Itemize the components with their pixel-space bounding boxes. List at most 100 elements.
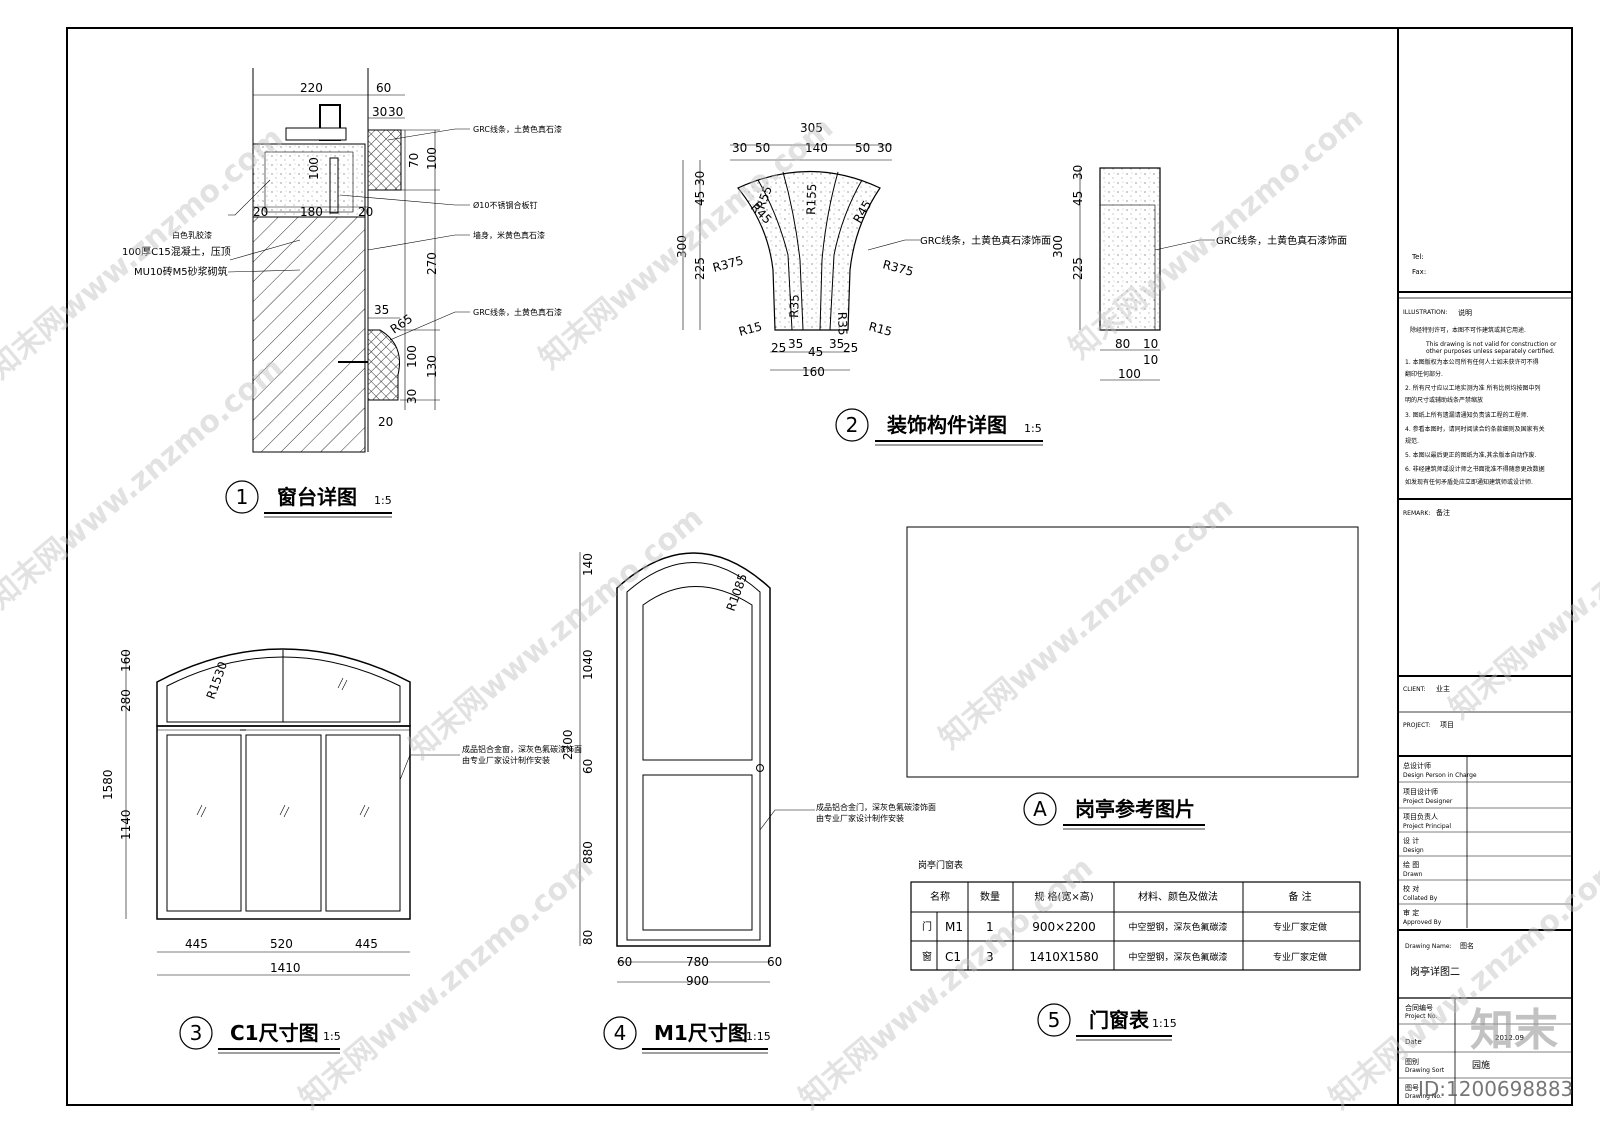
dim-45: 45 — [693, 191, 707, 206]
detail-m1-door: 140 1040 2200 60 880 80 R1085 60 780 60 … — [561, 552, 936, 1054]
detail-decorative-component: 305 30 50 140 50 30 30 45 225 300 R55 R1… — [675, 121, 1347, 446]
leader-5 — [227, 269, 301, 273]
watermark-logo: 知末 — [1470, 1005, 1558, 1056]
tb-illus-line: 6. 非经建筑师或设计师之书面批准不得随意更改数据 — [1405, 465, 1545, 473]
dim-880: 880 — [581, 841, 595, 864]
door-frame-outer — [616, 552, 771, 947]
outer-frame — [66, 27, 1573, 1106]
sash-left — [166, 734, 242, 912]
door-note-2: 由专业厂家设计制作安装 — [816, 813, 904, 823]
dim-2200: 2200 — [561, 729, 575, 760]
side-dim-80-label: 80 — [1115, 337, 1130, 351]
detail-4-bubble — [603, 1016, 637, 1050]
dim-305: 305 — [800, 121, 823, 135]
tb-remark-cn: 备注 — [1436, 508, 1450, 517]
tb-role-cn: 设 计 — [1403, 836, 1419, 845]
dim-30b: 30 — [877, 141, 892, 155]
dim-r375a: R375 — [711, 253, 745, 275]
door-knob — [756, 764, 764, 772]
side-dim-225: 225 — [1071, 257, 1085, 280]
detail-c1-window: 160 280 1580 1140 R1530 445 520 445 1410… — [101, 648, 582, 1054]
side-profile — [1099, 167, 1161, 331]
tb-role-en: Collated By — [1403, 895, 1438, 902]
row-1-code: M1 — [945, 920, 963, 934]
dim-140: 140 — [805, 141, 828, 155]
leader-4 — [229, 239, 301, 261]
note-wall: 墙身，米黄色真石漆 — [473, 230, 545, 240]
leader-grc — [867, 239, 920, 251]
row-1-type: 门 — [922, 920, 932, 933]
tb-role-cn: 项目负责人 — [1403, 812, 1438, 821]
schedule-border — [910, 881, 1361, 971]
tb-illus-cn: 说明 — [1458, 308, 1472, 317]
dim-900: 900 — [686, 974, 709, 988]
note-grc-top: GRC线条，土黄色真石漆 — [473, 124, 562, 134]
tb-drawing-name: 岗亭详图二 — [1410, 965, 1460, 978]
reference-photo: A 岗亭参考图片 — [906, 526, 1359, 830]
detail-1-bubble — [225, 480, 259, 514]
dim-270: 270 — [425, 252, 439, 275]
row-2-type: 窗 — [922, 950, 932, 963]
dim-160: 160 — [802, 365, 825, 379]
detail-a-bubble — [1023, 792, 1057, 826]
tb-illus-line: 3. 图纸上所有遗漏请通知负责该工程的工程师. — [1405, 411, 1529, 419]
row-1-spec: 900×2200 — [1032, 920, 1096, 934]
dim-r15b: R15 — [867, 319, 893, 339]
leader-6 — [367, 234, 470, 251]
tb-project-cn: 项目 — [1440, 721, 1454, 729]
dim-r155: R155 — [804, 183, 819, 215]
watermark-text: 知末网www.znzmo.com — [0, 120, 290, 386]
tb-illus-line: 1. 本图版权为本公司所有任何人士如未获许可不得 — [1405, 358, 1539, 366]
dim-20c: 20 — [378, 415, 393, 429]
dim-225: 225 — [693, 257, 707, 280]
dim-445b: 445 — [355, 937, 378, 951]
dim-80: 80 — [581, 930, 595, 945]
dim-130: 130 — [425, 355, 439, 378]
detail-1-number: 1 — [236, 485, 249, 509]
glass-mark-4 — [337, 677, 348, 691]
tb-role-cn: 总设计师 — [1403, 761, 1431, 770]
side-dim-300: 300 — [1051, 235, 1065, 258]
dim-100b: 100 — [307, 157, 321, 180]
dim-r65: R65 — [388, 311, 415, 336]
side-leader — [1154, 239, 1215, 251]
row-2-spec: 1410X1580 — [1029, 950, 1098, 964]
dim-35a: 35 — [788, 337, 803, 351]
dim-100a: 100 — [425, 147, 439, 170]
tb-contract-en: Project No. — [1405, 1013, 1437, 1020]
fan-rib-4 — [829, 179, 863, 331]
tb-role-cn: 项目设计师 — [1403, 787, 1438, 796]
brick-wall — [252, 216, 366, 453]
tb-role-en: Drawn — [1403, 871, 1423, 878]
dim-45b: 45 — [808, 345, 823, 359]
detail-5-number: 5 — [1048, 1008, 1061, 1032]
schedule-caption: 岗亭门窗表 — [918, 859, 963, 871]
detail-4-number: 4 — [614, 1021, 627, 1045]
glass-mark-1 — [196, 804, 207, 818]
tb-drawno-en: Drawing No. — [1405, 1093, 1442, 1100]
row-2-qty: 3 — [986, 950, 994, 964]
reference-photo-frame — [906, 526, 1359, 778]
dim-60: 60 — [581, 759, 595, 774]
tb-illus-line: 明的尺寸或辅助线条严禁缩放 — [1405, 396, 1483, 404]
side-dim-100-label: 100 — [1118, 367, 1141, 381]
dim-60b: 60 — [767, 955, 782, 969]
schedule-header-qty: 数量 — [980, 890, 1000, 903]
window-arch-outer — [156, 648, 411, 727]
tb-illus-line: 翻印任何部分. — [1405, 370, 1443, 378]
door-note-1: 成品铝合金门，深灰色氟碳漆饰面 — [816, 802, 936, 812]
tb-client-cn: 业主 — [1436, 684, 1450, 693]
detail-2-title: 装饰构件详图 — [886, 413, 1007, 437]
window-frame — [156, 725, 411, 920]
row-2-material: 中空塑钢，深灰色氟碳漆 — [1128, 951, 1227, 963]
tb-illus-label: ILLUSTRATION: — [1403, 309, 1447, 316]
tb-date-value: 2012.09 — [1495, 1034, 1524, 1042]
leader-2 — [339, 194, 470, 206]
dim-25b: 25 — [843, 341, 858, 355]
note-grc-bottom: GRC线条，土黄色真石漆 — [473, 307, 562, 317]
tb-fax: Fax: — [1412, 268, 1426, 276]
dim-r35b: R35 — [835, 312, 850, 336]
note-brick: MU10砖M5砂浆砌筑 — [134, 265, 228, 278]
dim-1040: 1040 — [581, 649, 595, 680]
tb-role-cn: 审 定 — [1403, 908, 1419, 917]
